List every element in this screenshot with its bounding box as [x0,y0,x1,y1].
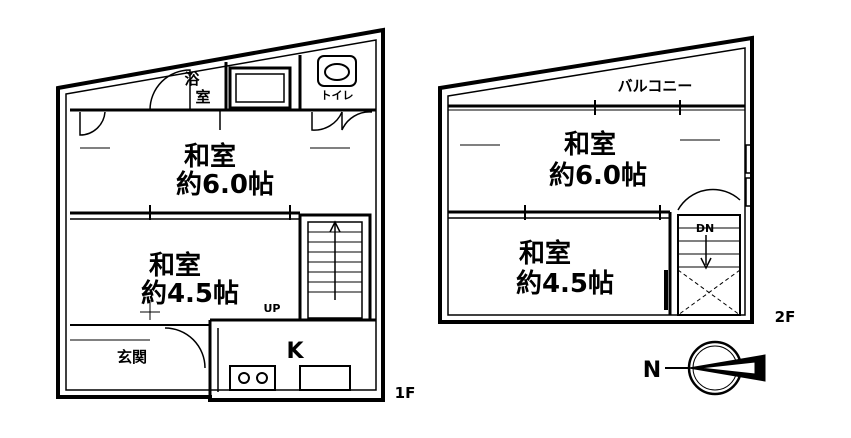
balcony-label: バルコニー [618,77,693,95]
floor2-plan [438,35,754,324]
floor2-label: 2F [775,308,796,326]
kitchen-counter [229,365,351,391]
floor1-label: 1F [395,384,416,402]
floor1-room-large-name: 和室 [184,141,236,172]
floor2-room-large-name: 和室 [564,129,616,160]
kitchen-label: K [286,339,304,364]
bath-door-swing [149,69,191,111]
entrance-label: 玄関 [117,348,147,366]
compass [665,340,766,396]
floor2-outer-wall [438,35,754,324]
floor1-room-large-size: 約6.0帖 [176,169,274,200]
up-label: UP [264,302,281,315]
floor1-plan [56,27,385,402]
floor1-room-small-size: 約4.5帖 [141,278,239,309]
floor2-stairs [668,188,741,316]
floor2-room-small-size: 約4.5帖 [516,268,614,299]
toilet-label: トイレ [321,89,354,102]
floor2-room-large-size: 約6.0帖 [549,160,647,191]
bath-label-top: 浴 [184,70,200,88]
north-label: N [643,358,661,383]
bathtub [228,66,292,110]
toilet-fixture [317,55,357,87]
floor1-room-small-name: 和室 [149,250,201,281]
floor2-room-small-name: 和室 [519,238,571,269]
floor1-stairs [298,213,372,322]
down-label: DN [696,222,714,235]
bath-label-bottom: 室 [195,88,210,106]
